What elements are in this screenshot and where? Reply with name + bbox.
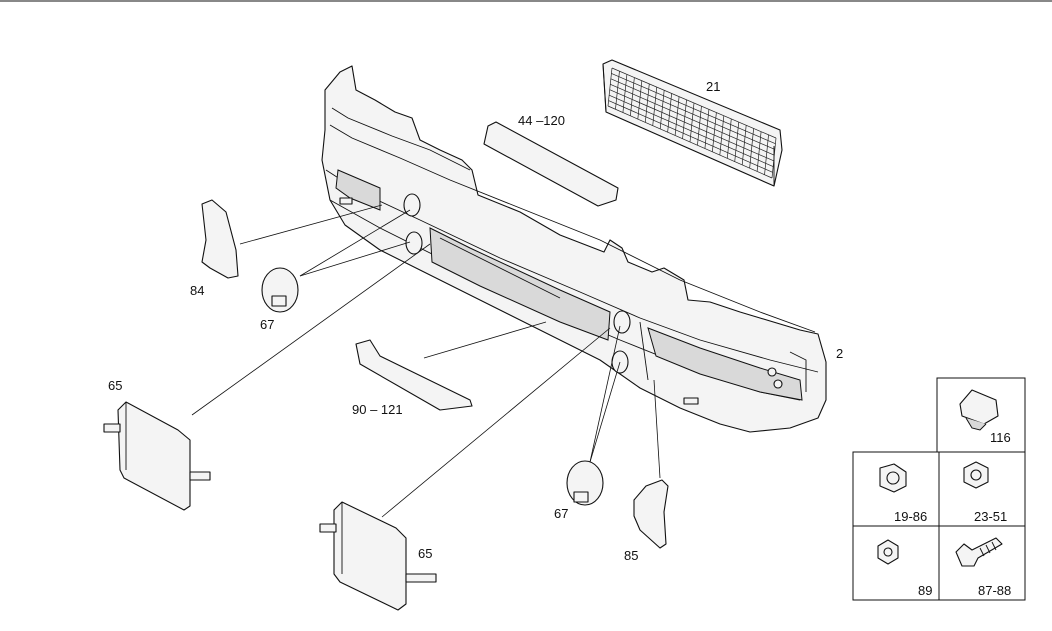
grille-bar [637,80,643,120]
label-23-51: 23-51 [974,509,1007,524]
label-116: 116 [990,430,1011,445]
label-65-right: 65 [418,546,432,561]
grille-slat [611,73,776,145]
grille-slat [609,94,774,167]
flange-nut-icon [879,463,907,493]
fog-cap-part-67-lower [566,460,604,506]
label-67-upper: 67 [260,317,274,332]
grille-bar [630,77,635,116]
grille-slat [609,89,774,162]
grille-bar [697,106,702,146]
grille-bar [741,125,747,165]
grille-bar [644,83,650,123]
bumper-part-2 [321,65,827,433]
strip-part-44-120 [483,121,619,207]
hardware-table [852,377,1026,601]
clip-nut-icon [877,539,899,565]
grille-bar [756,131,762,172]
label-84: 84 [190,283,204,298]
grille-slat [610,83,775,156]
bolt-icon [955,537,1003,567]
grille-bar [704,109,710,149]
grille-slat [608,100,773,173]
fog-cap-part-67-upper [261,267,299,313]
grille-bar [689,102,695,143]
grille-bar [607,67,613,107]
label-21: 21 [706,79,720,94]
grille-bar [674,96,680,136]
grille-bar [659,90,665,129]
label-87-88: 87-88 [978,583,1011,598]
hex-nut-icon [963,461,989,489]
label-44-120: 44 –120 [518,113,565,128]
grille-bar [615,71,620,110]
label-90-121: 90 – 121 [352,402,403,417]
grille-bar [764,134,769,175]
grille-bar [652,87,658,126]
corner-piece-part-84 [201,199,239,279]
grille-slat [610,78,775,150]
corner-piece-part-85 [633,479,669,549]
grille-part-21 [602,59,783,187]
plate-part-90-121 [355,339,473,411]
grille-bar [726,118,732,159]
grille-bar [734,122,740,162]
fog-lamp-part-65-left [103,401,211,511]
grille-bar [682,99,687,139]
clip-icon [959,389,999,431]
grille-bar [719,115,725,156]
label-89: 89 [918,583,932,598]
grille-slat [607,105,773,179]
leader-lines [191,204,661,518]
label-2: 2 [836,346,843,361]
grille-slat [611,67,777,139]
grille-bar [667,93,672,133]
grille-bar [712,112,717,152]
grille-bar [622,74,628,113]
grille-bar [749,128,754,169]
label-19-86: 19-86 [894,509,927,524]
label-85: 85 [624,548,638,563]
fog-lamp-part-65-right [319,501,437,611]
label-67-lower: 67 [554,506,568,521]
label-65-left: 65 [108,378,122,393]
